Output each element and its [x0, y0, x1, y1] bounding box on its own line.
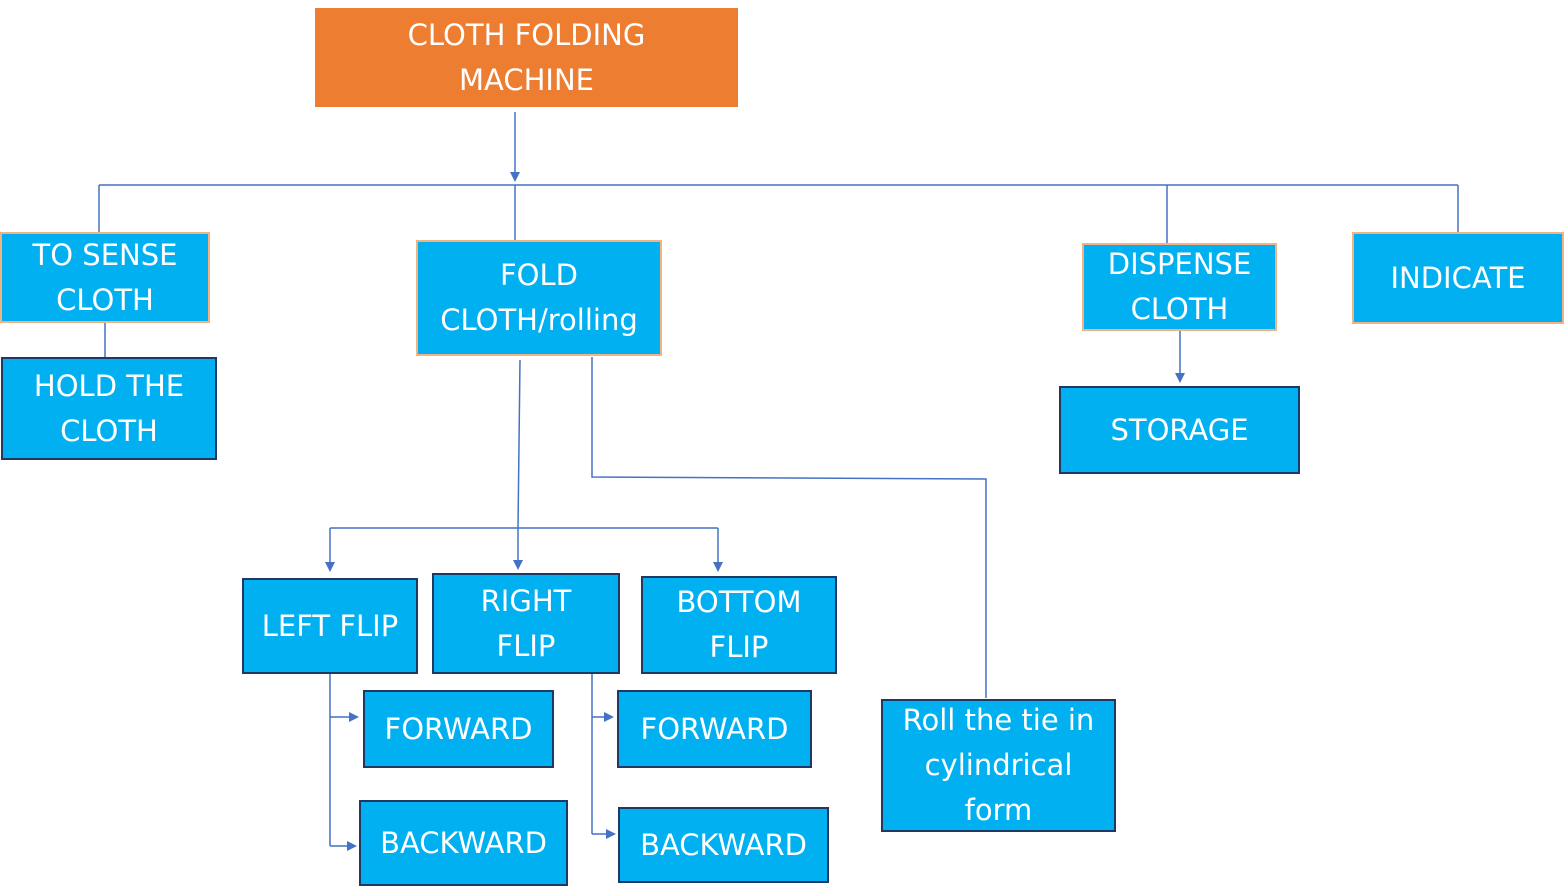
fold-to-flip-bus-line	[517, 359, 521, 529]
storage-node: STORAGE	[1059, 386, 1300, 474]
right-forward-node: FORWARD	[617, 690, 812, 768]
right-backward-node: BACKWARD	[618, 807, 829, 883]
left-forward-node: FORWARD	[363, 690, 554, 768]
right-flip-node: RIGHT FLIP	[432, 573, 620, 674]
sense-cloth-node: TO SENSE CLOTH	[0, 232, 210, 323]
fold-to-roll-line	[591, 357, 987, 698]
left-backward-node: BACKWARD	[359, 800, 568, 886]
bottom-flip-node: BOTTOM FLIP	[641, 576, 837, 674]
left-flip-node: LEFT FLIP	[242, 578, 418, 674]
root-node: CLOTH FOLDING MACHINE	[315, 8, 738, 107]
indicate-node: INDICATE	[1352, 232, 1564, 324]
hold-cloth-node: HOLD THE CLOTH	[1, 357, 217, 460]
dispense-cloth-node: DISPENSE CLOTH	[1082, 243, 1277, 331]
fold-cloth-node: FOLD CLOTH/rolling	[416, 240, 662, 356]
roll-tie-node: Roll the tie in cylindrical form	[881, 699, 1116, 832]
